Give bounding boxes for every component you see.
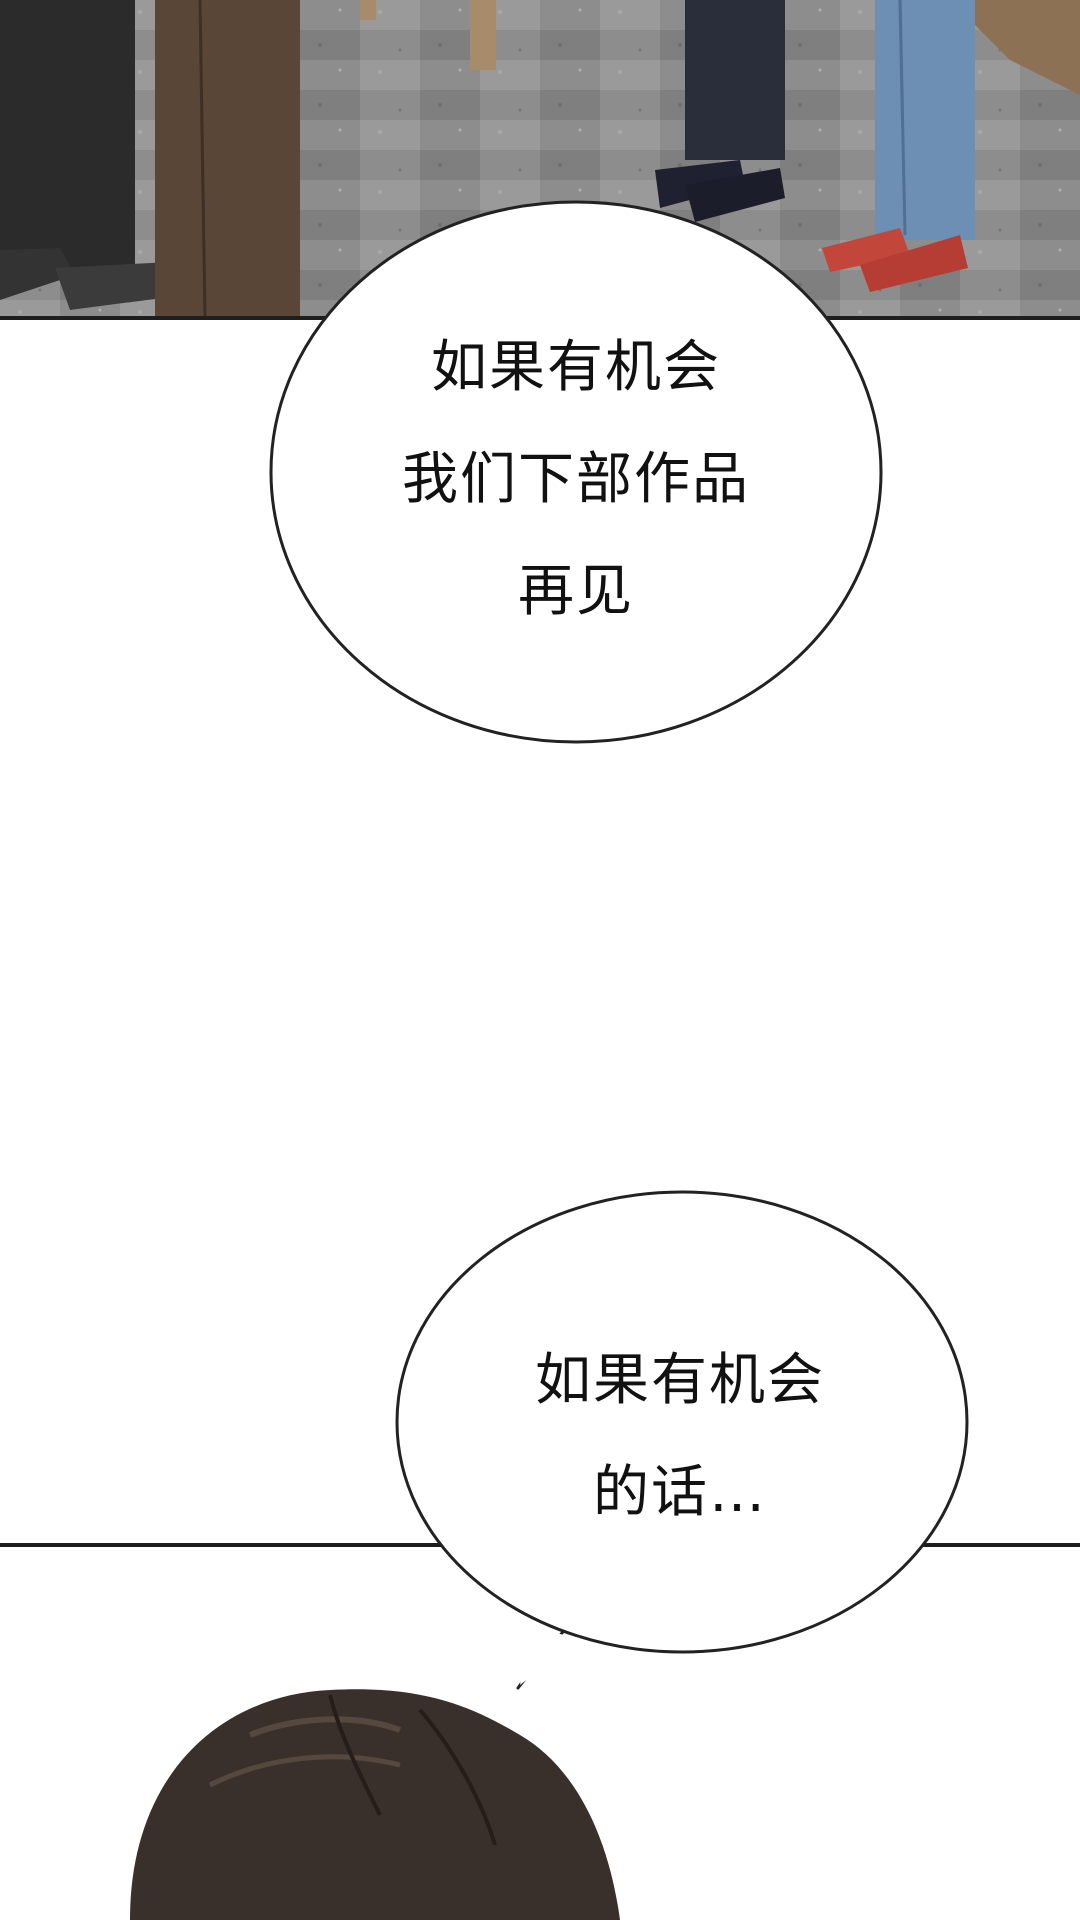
bubble-2-line-1: 如果有机会 xyxy=(535,1348,825,1413)
chair-leg xyxy=(470,0,496,70)
top-comic-panel xyxy=(0,0,1080,318)
speech-bubble-1-text: 如果有机会 我们下部作品 再见 xyxy=(336,312,816,648)
bubble-1-line-3: 再见 xyxy=(518,559,634,624)
bubble-2-line-2: 的话… xyxy=(593,1460,767,1525)
bubble-1-line-1: 如果有机会 xyxy=(431,335,721,400)
hair-scene xyxy=(130,1689,620,1920)
red-shoe-2 xyxy=(860,235,968,292)
shoe-left-2 xyxy=(55,262,185,310)
bubble-1-line-2: 我们下部作品 xyxy=(402,447,750,512)
jeans xyxy=(875,0,975,240)
bottom-comic-panel xyxy=(0,1545,1080,1920)
table-edge xyxy=(950,0,1080,95)
office-floor-scene xyxy=(0,0,1080,318)
shoe-left-1 xyxy=(0,248,75,300)
dark-trousers-left xyxy=(0,0,135,270)
brown-trousers xyxy=(155,0,300,318)
chair-leg-small xyxy=(360,0,376,20)
speech-bubble-2-text: 如果有机会 的话… xyxy=(460,1325,900,1549)
navy-trousers xyxy=(685,0,785,160)
